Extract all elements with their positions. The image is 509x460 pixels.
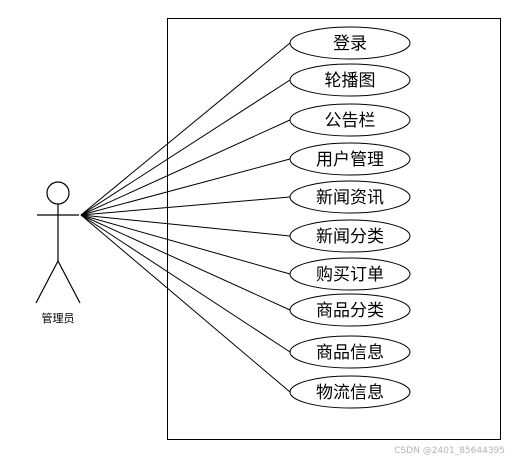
association-line — [80, 42, 291, 216]
use-case: 购买订单 — [289, 257, 411, 291]
use-case-label: 用户管理 — [316, 150, 384, 170]
use-case-ellipse — [289, 293, 411, 327]
association-line — [80, 214, 291, 237]
use-case-label: 物流信息 — [316, 383, 384, 403]
association-line — [80, 158, 291, 216]
actor-label: 管理员 — [42, 311, 75, 325]
actor-left-leg — [35, 260, 59, 304]
association-line — [80, 214, 291, 353]
use-case-ellipse — [289, 257, 411, 291]
actor-admin: 管理员 — [35, 181, 81, 325]
use-case: 轮播图 — [289, 63, 411, 97]
watermark: CSDN @2401_85644395 — [394, 446, 505, 456]
use-case-ellipse — [289, 180, 411, 214]
use-case: 物流信息 — [289, 375, 411, 409]
use-case-label: 登录 — [333, 34, 367, 54]
association-line — [80, 214, 291, 393]
use-case: 公告栏 — [289, 103, 411, 137]
use-case-ellipse — [289, 103, 411, 137]
use-case-ellipse — [289, 26, 411, 60]
association-line — [80, 214, 291, 311]
use-case: 登录 — [289, 26, 411, 60]
use-case-label: 轮播图 — [325, 71, 376, 91]
association-line — [80, 79, 291, 216]
use-case-ellipse — [289, 219, 411, 253]
system-boundary — [167, 18, 501, 440]
use-case-label: 商品分类 — [316, 301, 384, 321]
use-case-label: 新闻资讯 — [316, 188, 384, 208]
use-case-ellipse — [289, 375, 411, 409]
association-line — [80, 214, 291, 275]
use-case-ellipse — [289, 63, 411, 97]
association-lines — [80, 42, 291, 393]
association-line — [80, 196, 291, 216]
association-line — [80, 119, 291, 216]
use-case-ellipse — [289, 142, 411, 176]
use-case-label: 新闻分类 — [316, 227, 384, 247]
use-case-label: 购买订单 — [316, 265, 384, 285]
use-case: 新闻分类 — [289, 219, 411, 253]
use-case-label: 公告栏 — [325, 111, 376, 131]
use-case: 用户管理 — [289, 142, 411, 176]
actor-head — [46, 181, 70, 205]
use-case-ellipse — [289, 335, 411, 369]
use-case-label: 商品信息 — [316, 343, 384, 363]
use-case: 商品信息 — [289, 335, 411, 369]
actor-right-leg — [57, 260, 81, 304]
use-case: 新闻资讯 — [289, 180, 411, 214]
use-case: 商品分类 — [289, 293, 411, 327]
